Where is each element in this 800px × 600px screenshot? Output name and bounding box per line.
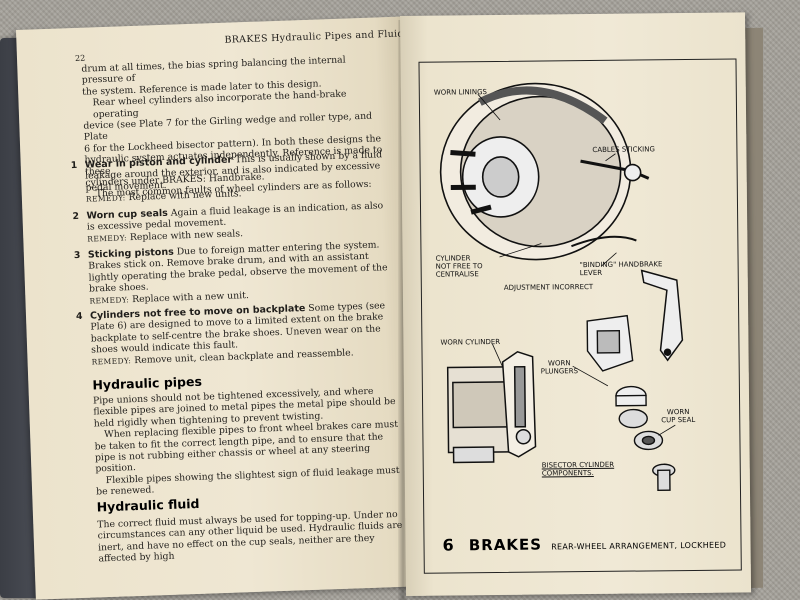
label-binding-handbrake: "BINDING" HANDBRAKE LEVER: [579, 260, 663, 278]
plate-number: 6: [442, 535, 454, 555]
fault-item: 2 Worn cup seals Again a fluid leakage i…: [72, 200, 392, 245]
body-paragraph: The correct fluid must always be used fo…: [97, 508, 403, 565]
brake-illustration: [439, 82, 684, 492]
remedy-label: REMEDY:: [85, 193, 126, 204]
hydraulic-fluid-body: The correct fluid must always be used fo…: [97, 509, 403, 565]
section-heading-hydraulic-fluid: Hydraulic fluid: [96, 495, 200, 515]
label-adjustment-incorrect: ADJUSTMENT INCORRECT: [503, 282, 594, 292]
hydraulic-pipes-body: Pipe unions should not be tightened exce…: [93, 385, 401, 498]
bisector-cylinder-icon: [586, 314, 634, 372]
plate-caption: 6 BRAKES REAR-WHEEL ARRANGEMENT, LOCKHEE…: [442, 533, 727, 555]
remedy-label: REMEDY:: [91, 355, 132, 367]
plate-title: BRAKES: [468, 535, 543, 555]
label-worn-cup-seal: WORN CUP SEAL: [661, 407, 696, 425]
label-cylinder-not-free: CYLINDER NOT FREE TO CENTRALISE: [435, 254, 483, 279]
fault-number: 2: [72, 210, 80, 223]
leader-lines: [477, 93, 676, 436]
running-head: BRAKES Hydraulic Pipes and Fluid: [224, 28, 404, 46]
page-number: 22: [74, 53, 86, 63]
fault-item: 3 Sticking pistons Due to foreign matter…: [74, 239, 395, 307]
right-page: WORN LININGS CABLES STICKING CYLINDER NO…: [400, 12, 752, 596]
label-worn-plungers: WORN PLUNGERS: [540, 359, 579, 376]
handbrake-lever-icon: [640, 269, 684, 362]
fault-item: 4 Cylinders not free to move on backplat…: [76, 300, 397, 368]
fault-number: 4: [75, 310, 83, 323]
plate-subtitle: REAR-WHEEL ARRANGEMENT, LOCKHEED: [551, 540, 727, 552]
worn-plungers-icon: [615, 385, 648, 429]
label-bisector-components: BISECTOR CYLINDER COMPONENTS.: [541, 460, 615, 478]
remedy-label: REMEDY:: [89, 294, 130, 306]
label-worn-cylinder: WORN CYLINDER: [440, 337, 501, 347]
plate-frame: WORN LININGS CABLES STICKING CYLINDER NO…: [418, 58, 742, 574]
worn-cylinder-icon: [446, 350, 537, 464]
fault-number: 1: [70, 159, 78, 172]
left-page: BRAKES Hydraulic Pipes and Fluid 22 drum…: [16, 16, 426, 600]
bleed-screw-icon: [652, 463, 676, 492]
label-cables-sticking: CABLES STICKING: [592, 145, 655, 154]
remedy-text: Replace with a new unit.: [131, 289, 250, 305]
remedy-label: REMEDY:: [87, 233, 128, 244]
label-worn-linings: WORN LININGS: [433, 88, 487, 97]
fault-item: 1 Wear in piston and cylinder This is us…: [71, 149, 391, 205]
fault-number: 3: [73, 249, 81, 262]
section-heading-hydraulic-pipes: Hydraulic pipes: [92, 373, 203, 393]
brake-drum-icon: [439, 82, 650, 261]
worn-cup-seal-icon: [633, 430, 664, 451]
